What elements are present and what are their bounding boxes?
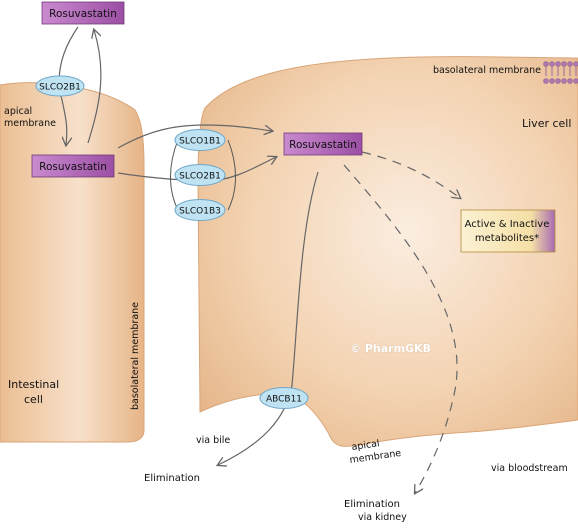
transporter-label-slco1b1: SLCO1B1: [179, 137, 221, 147]
drug-label-top: Rosuvastatin: [49, 8, 117, 20]
arrow-to-bile: [218, 171, 319, 465]
liver-apical-label-1: apical: [351, 438, 380, 453]
elimination-kidney-label-2: via kidney: [358, 512, 407, 523]
arrow-to-kidney: [343, 164, 458, 493]
basolateral-membrane-liver-label: basolateral membrane: [433, 65, 541, 76]
drug-box-liver[interactable]: Rosuvastatin: [283, 132, 363, 156]
drug-label-intestine: Rosuvastatin: [39, 161, 107, 173]
elimination-kidney-label-1: Elimination: [344, 499, 400, 510]
via-bloodstream-label: via bloodstream: [491, 463, 568, 474]
arrow-intestine-to-liver-upper: [117, 124, 272, 149]
transporter-slco2b1-basolateral[interactable]: SLCO2B1: [174, 164, 226, 186]
intestinal-cell-label-2: cell: [24, 393, 43, 406]
transporter-slco1b1[interactable]: SLCO1B1: [174, 129, 226, 151]
drug-box-intestine[interactable]: Rosuvastatin: [31, 154, 115, 178]
apical-membrane-label-2: membrane: [4, 118, 56, 129]
transporter-label-abcb11: ABCB11: [266, 395, 302, 405]
via-bile-label: via bile: [196, 435, 230, 446]
intestinal-cell-label-1: Intestinal: [8, 378, 59, 391]
transporter-loop: [170, 139, 236, 211]
transporter-slco2b1-apical[interactable]: SLCO2B1: [35, 75, 85, 97]
transporter-abcb11[interactable]: ABCB11: [259, 387, 309, 409]
apical-membrane-label-1: apical: [4, 106, 32, 117]
arrow-lumen-to-intestine: [58, 26, 79, 145]
transporter-label-slco2b1-apical: SLCO2B1: [39, 83, 81, 93]
lipid-bilayer-icon: [543, 61, 578, 84]
metabolites-line1: Active & Inactive: [465, 219, 550, 230]
metabolites-line2: metabolites*: [475, 233, 539, 244]
transporter-label-slco2b1-basolateral: SLCO2B1: [179, 172, 221, 182]
drug-box-top[interactable]: Rosuvastatin: [41, 1, 125, 25]
basolateral-membrane-intestine-label: basolateral membrane: [130, 302, 141, 410]
liver-cell-label: Liver cell: [522, 117, 571, 130]
transporter-label-slco1b3: SLCO1B3: [179, 207, 221, 217]
transporter-slco1b3[interactable]: SLCO1B3: [174, 199, 226, 221]
arrow-to-metabolites: [361, 151, 460, 198]
arrow-intestine-to-lumen: [87, 30, 102, 144]
elimination-bile-label: Elimination: [144, 473, 200, 484]
drug-label-liver: Rosuvastatin: [289, 139, 357, 151]
metabolites-box[interactable]: Active & Inactive metabolites*: [460, 209, 556, 253]
watermark: © PharmGKB: [350, 342, 431, 355]
